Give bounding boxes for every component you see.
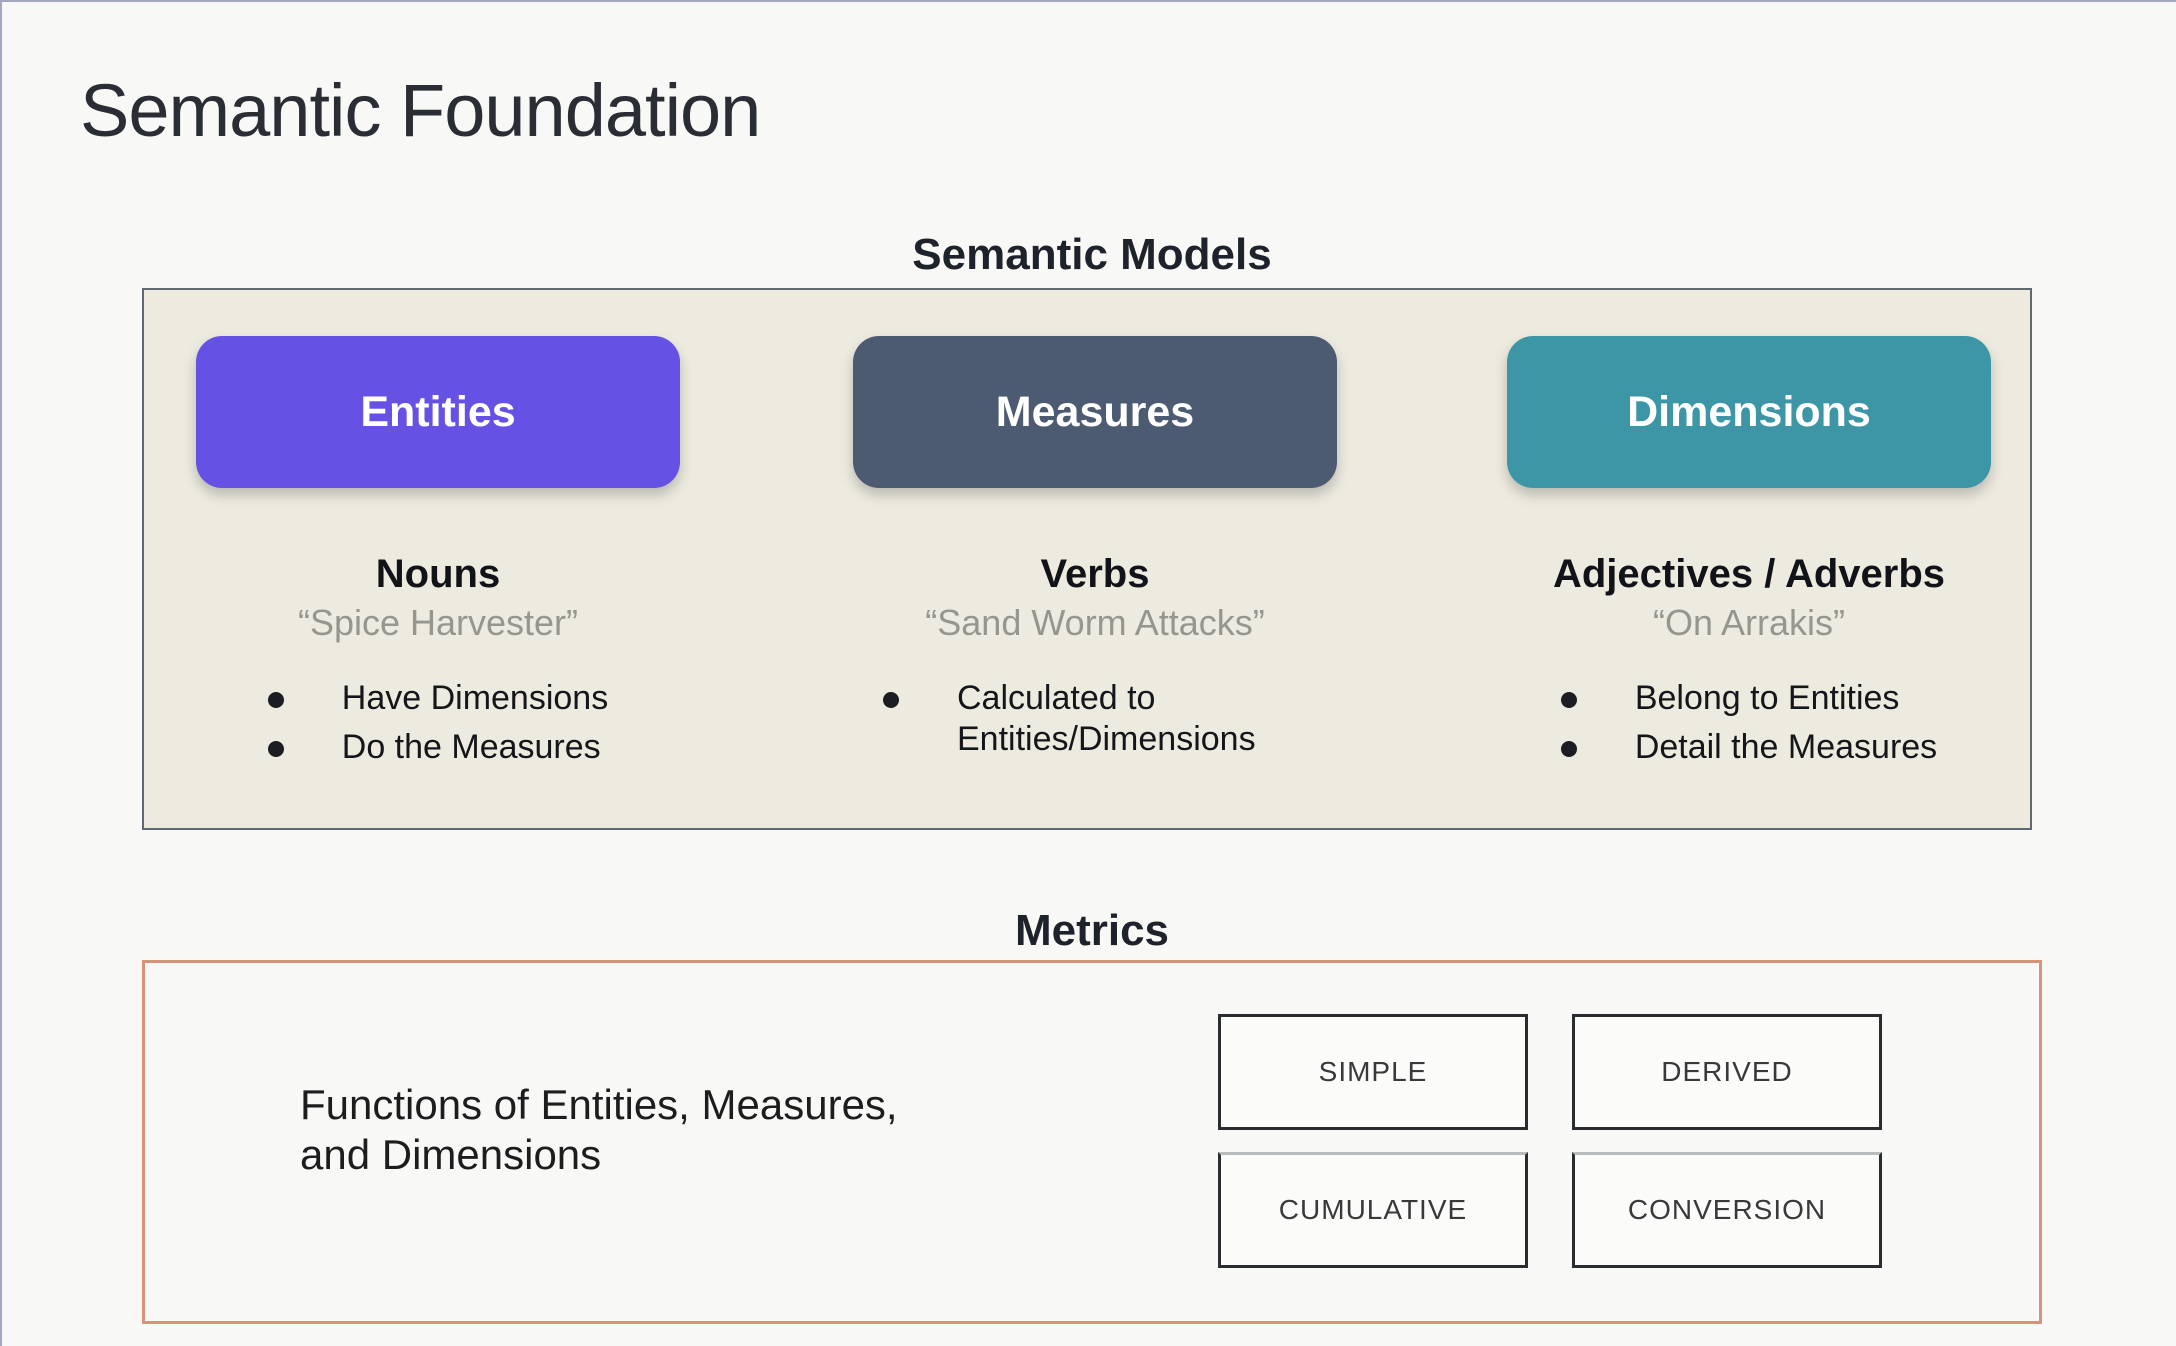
- bullet-icon: [1560, 741, 1577, 758]
- column-entities: Entities Nouns “Spice Harvester” Have Di…: [128, 336, 748, 777]
- dimensions-role-heading: Adjectives / Adverbs: [1552, 552, 1945, 596]
- metrics-description-line2: and Dimensions: [300, 1130, 602, 1178]
- bullet-label: Have Dimensions: [341, 679, 609, 717]
- semantic-models-heading: Semantic Models: [912, 230, 1272, 279]
- bullet-icon: [883, 692, 899, 708]
- entities-role-heading: Nouns: [375, 552, 501, 596]
- bullet-icon: [1560, 692, 1577, 708]
- metrics-heading: Metrics: [1014, 906, 1170, 955]
- metric-type-conversion: CONVERSION: [1572, 1152, 1882, 1268]
- entities-bullet-list: Have Dimensions Do the Measures: [267, 678, 609, 777]
- list-item: Detail the Measures: [1560, 727, 1938, 768]
- metrics-description-line1: Functions of Entities, Measures,: [300, 1081, 898, 1128]
- bullet-label: Belong to Entities: [1634, 679, 1900, 717]
- bullet-label: Do the Measures: [341, 728, 601, 767]
- page-title: Semantic Foundation: [80, 69, 761, 152]
- measures-button: Measures: [853, 336, 1337, 488]
- metrics-panel: [142, 960, 2042, 1324]
- metric-type-simple: SIMPLE: [1218, 1014, 1528, 1130]
- list-item: Calculated to Entities/Dimensions: [883, 678, 1307, 761]
- list-item: Belong to Entities: [1560, 678, 1937, 719]
- metrics-description: Functions of Entities, Measures, and Dim…: [300, 1080, 898, 1179]
- bullet-label: Calculated to Entities/Dimensions: [957, 679, 1256, 759]
- measures-example: “Sand Worm Attacks”: [925, 602, 1265, 643]
- list-item: Have Dimensions: [267, 678, 609, 719]
- column-measures: Measures Verbs “Sand Worm Attacks” Calcu…: [785, 336, 1405, 769]
- measures-bullet-list: Calculated to Entities/Dimensions: [883, 678, 1307, 769]
- bullet-icon: [267, 692, 284, 708]
- entities-button: Entities: [196, 336, 680, 488]
- bullet-label: Detail the Measures: [1634, 728, 1938, 767]
- metric-type-derived: DERIVED: [1572, 1014, 1882, 1130]
- metric-type-cumulative: CUMULATIVE: [1218, 1152, 1528, 1268]
- list-item: Do the Measures: [267, 727, 608, 768]
- entities-example: “Spice Harvester”: [297, 602, 579, 643]
- dimensions-button: Dimensions: [1507, 336, 1991, 488]
- bullet-icon: [267, 741, 284, 758]
- dimensions-bullet-list: Belong to Entities Detail the Measures: [1560, 678, 1938, 777]
- measures-role-heading: Verbs: [1040, 552, 1150, 596]
- dimensions-example: “On Arrakis”: [1652, 602, 1846, 643]
- column-dimensions: Dimensions Adjectives / Adverbs “On Arra…: [1439, 336, 2059, 777]
